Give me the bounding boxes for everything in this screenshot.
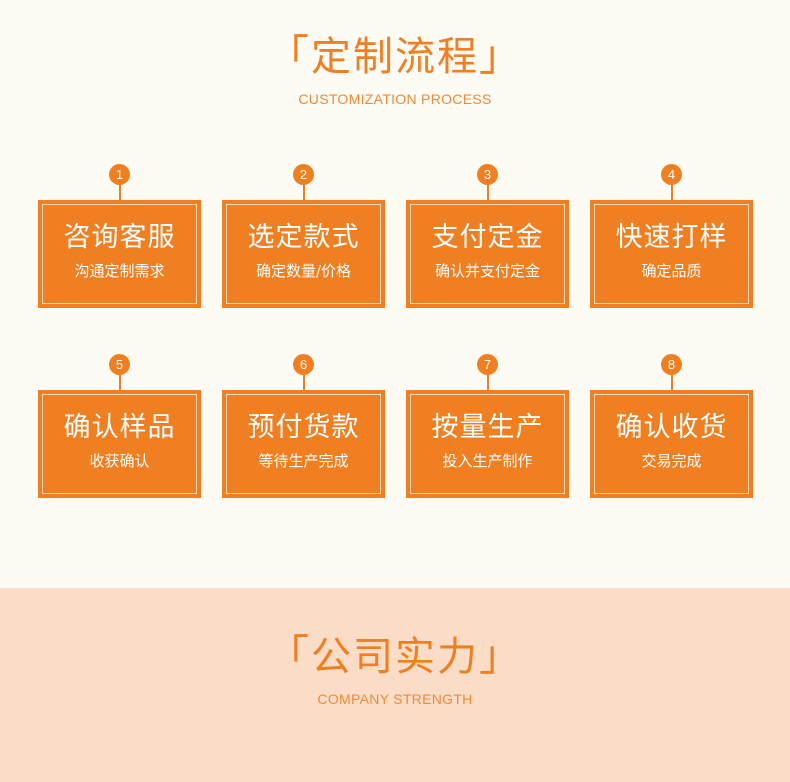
step-title: 快速打样	[615, 222, 728, 253]
strength-heading: 「公司实力」 COMPANY STRENGTH	[0, 631, 790, 708]
step-title: 选定款式	[247, 222, 360, 253]
step-number-badge: 1	[109, 164, 130, 185]
step-connector	[487, 185, 489, 200]
step-description: 投入生产制作	[442, 452, 533, 470]
step-connector	[119, 375, 121, 390]
strength-section	[0, 588, 790, 782]
bracket-close: 」	[479, 31, 524, 80]
process-heading: 「定制流程」 CUSTOMIZATION PROCESS	[0, 31, 790, 108]
bracket-close: 」	[479, 631, 524, 680]
step-connector	[671, 375, 673, 390]
step-number-badge: 4	[661, 164, 682, 185]
step-card: 确认样品 收获确认	[38, 390, 201, 498]
step-number-badge: 8	[661, 354, 682, 375]
process-step-6: 6 预付货款 等待生产完成	[222, 354, 385, 504]
step-number-badge: 7	[477, 354, 498, 375]
step-number-badge: 6	[293, 354, 314, 375]
step-connector	[487, 375, 489, 390]
step-card: 快速打样 确定品质	[590, 200, 753, 308]
step-number-badge: 2	[293, 164, 314, 185]
strength-title: 公司实力	[311, 634, 479, 680]
step-card: 预付货款 等待生产完成	[222, 390, 385, 498]
process-step-1: 1 咨询客服 沟通定制需求	[38, 164, 201, 314]
step-number-badge: 3	[477, 164, 498, 185]
step-title: 确认样品	[63, 412, 176, 443]
step-description: 确定品质	[641, 262, 702, 280]
process-step-2: 2 选定款式 确定数量/价格	[222, 164, 385, 314]
process-title: 定制流程	[311, 34, 479, 80]
step-card: 按量生产 投入生产制作	[406, 390, 569, 498]
step-description: 沟通定制需求	[74, 262, 165, 280]
step-description: 收获确认	[89, 452, 150, 470]
bracket-open: 「	[266, 31, 311, 80]
process-step-8: 8 确认收货 交易完成	[590, 354, 753, 504]
step-description: 交易完成	[641, 452, 702, 470]
process-step-4: 4 快速打样 确定品质	[590, 164, 753, 314]
step-connector	[119, 185, 121, 200]
step-card: 咨询客服 沟通定制需求	[38, 200, 201, 308]
process-step-7: 7 按量生产 投入生产制作	[406, 354, 569, 504]
step-title: 咨询客服	[63, 222, 176, 253]
process-subtitle: CUSTOMIZATION PROCESS	[298, 91, 492, 107]
step-card: 确认收货 交易完成	[590, 390, 753, 498]
bracket-open: 「	[266, 631, 311, 680]
step-connector	[303, 185, 305, 200]
step-card: 选定款式 确定数量/价格	[222, 200, 385, 308]
strength-subtitle: COMPANY STRENGTH	[317, 691, 473, 707]
step-connector	[303, 375, 305, 390]
step-card: 支付定金 确认并支付定金	[406, 200, 569, 308]
step-description: 确定数量/价格	[255, 262, 352, 280]
step-description: 等待生产完成	[258, 452, 349, 470]
step-title: 确认收货	[615, 412, 728, 443]
step-title: 预付货款	[247, 412, 360, 443]
step-description: 确认并支付定金	[434, 262, 540, 280]
process-step-3: 3 支付定金 确认并支付定金	[406, 164, 569, 314]
step-title: 按量生产	[431, 412, 544, 443]
step-connector	[671, 185, 673, 200]
step-number-badge: 5	[109, 354, 130, 375]
process-step-5: 5 确认样品 收获确认	[38, 354, 201, 504]
step-title: 支付定金	[431, 222, 544, 253]
